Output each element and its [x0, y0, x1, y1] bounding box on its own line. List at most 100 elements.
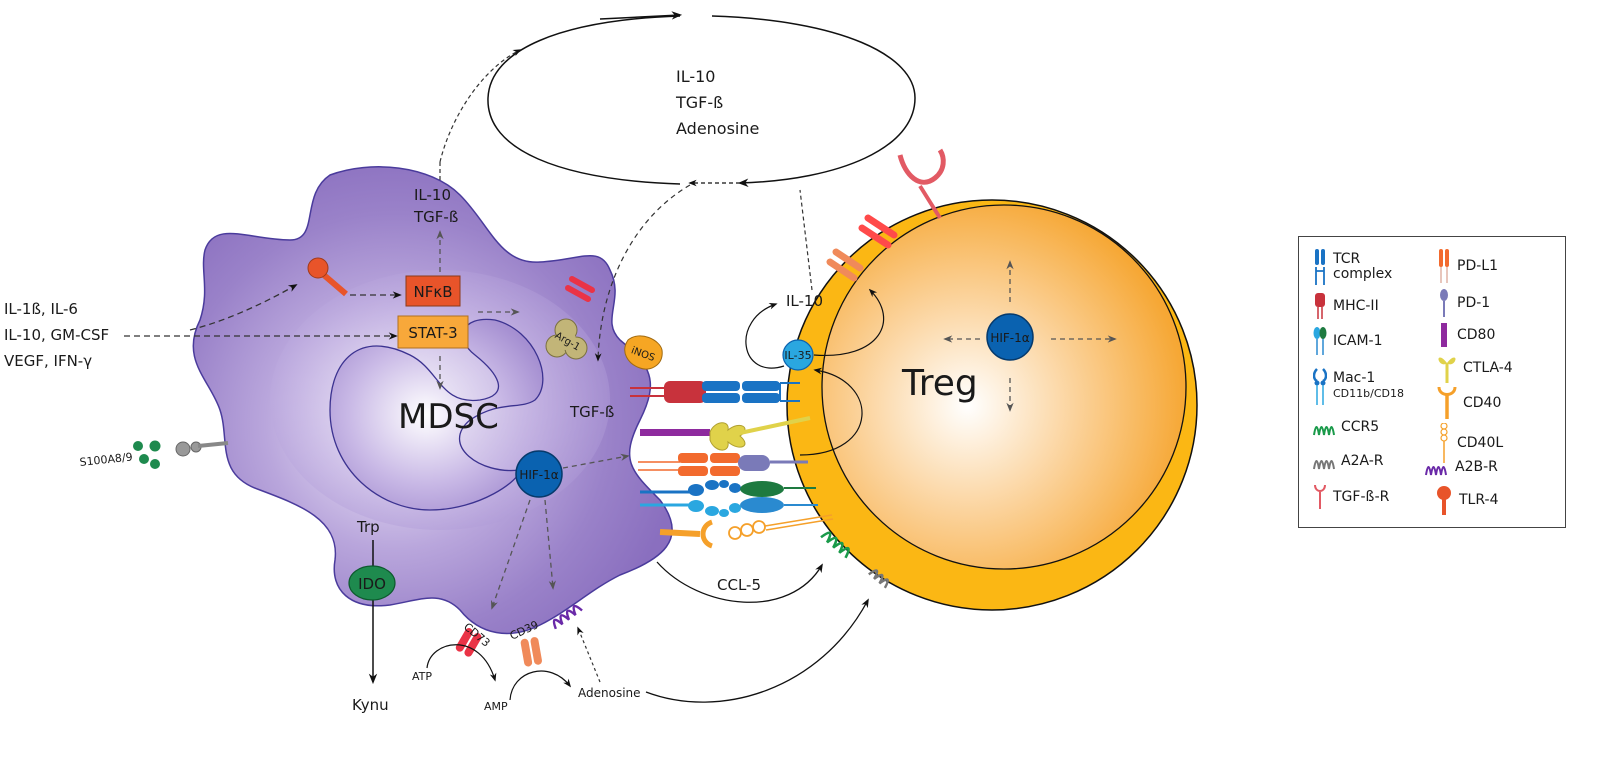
legend-item-cd40: CD40 — [1437, 387, 1501, 419]
legend-label: TCR — [1333, 251, 1361, 267]
stat3-box — [397, 315, 469, 349]
legend-item-pd-l1: PD-L1 — [1437, 249, 1498, 283]
cd40-cd40l-pair — [659, 514, 834, 549]
legend-label: A2A-R — [1341, 452, 1384, 469]
arg1-enzyme: Arg-1 — [545, 318, 588, 360]
mdsc-hif1a-label: HIF-1α — [519, 468, 558, 482]
treg-ccr5 — [820, 531, 850, 559]
mdsc-nucleus — [329, 318, 544, 511]
legend-label: CD80 — [1457, 326, 1496, 343]
legend-label: TLR-4 — [1459, 491, 1499, 508]
amp-label: AMP — [484, 700, 508, 713]
kynu-label: Kynu — [352, 696, 389, 714]
legend-sublabel: CD11b/CD18 — [1333, 387, 1404, 400]
input-line-3: VEGF, IFN-γ — [4, 352, 92, 370]
mhc-ii-icon — [1315, 293, 1325, 319]
ctla-4-icon — [1438, 357, 1456, 383]
mdsc-a2b-r — [552, 604, 583, 630]
legend-item-mhc-ii: MHC-II — [1313, 293, 1379, 319]
legend-item-cd40l: CD40L — [1437, 423, 1503, 463]
treg-pdl1-receptor — [826, 248, 864, 282]
legend-label: PD-L1 — [1457, 257, 1498, 274]
mdsc-cell: MDSC — [192, 166, 673, 635]
s100-label: S100A8/9 — [79, 450, 133, 468]
inos-enzyme: iNOS — [624, 335, 663, 370]
pd-l1-icon — [1439, 249, 1449, 283]
nfkb-label: NFκB — [414, 283, 453, 301]
mac-1-icon — [1313, 368, 1327, 405]
input-line-2: IL-10, GM-CSF — [4, 326, 109, 344]
legend-item-pd-1: PD-1 — [1437, 289, 1490, 317]
legend-label: MHC-II — [1333, 297, 1379, 314]
cd40-icon — [1437, 387, 1457, 419]
tcr-complex-icon — [1315, 249, 1325, 285]
legend-item-a2b-r: A2B-R — [1425, 457, 1498, 477]
cd80-ctla4-pair — [640, 416, 811, 451]
treg-nucleus — [821, 204, 1187, 570]
ccl5-label: CCL-5 — [717, 576, 761, 594]
tgfb-r-icon — [1314, 485, 1326, 509]
ccl5-path: CCL-5 — [656, 561, 823, 603]
legend-label: CTLA-4 — [1463, 359, 1513, 376]
trp-label: Trp — [356, 518, 380, 536]
treg-tgfb-r — [897, 148, 946, 220]
legend-label: CD40 — [1463, 394, 1502, 411]
pdl1-pd1-pair — [638, 453, 808, 476]
legend-item-ccr5: CCR5 — [1313, 417, 1379, 437]
cd73 — [455, 628, 482, 657]
cd39 — [520, 637, 542, 667]
legend-item-tgfb-r: TGF-ß-R — [1313, 485, 1389, 509]
legend-item-tlr-4: TLR-4 — [1435, 485, 1498, 515]
il35-label: IL-35 — [784, 349, 811, 362]
cd80-icon — [1441, 323, 1447, 347]
tlr4-receptor — [307, 257, 348, 297]
input-line-1: IL-1ß, IL-6 — [4, 300, 78, 318]
mdsc-membrane-red-receptor — [565, 276, 595, 302]
treg-hif1a — [986, 313, 1034, 361]
mdsc-secreted-il10: IL-10 — [414, 186, 451, 204]
legend-label-2: complex — [1333, 266, 1393, 282]
legend-label: CCR5 — [1341, 418, 1380, 435]
pool-il10: IL-10 — [676, 67, 715, 86]
nfkb-box — [405, 275, 461, 307]
stat3-label: STAT-3 — [408, 324, 457, 342]
secreted-factor-pool: IL-10 TGF-ß Adenosine — [487, 11, 916, 187]
legend-item-icam-1: ICAM-1 — [1313, 327, 1383, 355]
legend-label: CD40L — [1457, 434, 1504, 451]
ccr5-icon — [1313, 426, 1335, 436]
adenosine-label: Adenosine — [578, 686, 641, 700]
ido-label: IDO — [358, 575, 386, 593]
legend-label: ICAM-1 — [1333, 332, 1383, 349]
pool-adenosine: Adenosine — [676, 119, 759, 138]
atp-label: ATP — [412, 670, 432, 683]
il35 — [782, 339, 814, 371]
icam-1-icon — [1313, 327, 1327, 355]
mdsc-label: MDSC — [398, 397, 499, 437]
ido-enzyme — [348, 565, 396, 601]
legend-item-ctla-4: CTLA-4 — [1437, 353, 1513, 383]
treg-label: Treg — [901, 363, 978, 404]
treg-a2a-r — [868, 569, 890, 589]
s100a8-9: S100A8/9 — [79, 440, 229, 469]
legend-label: Mac-1 — [1333, 370, 1376, 386]
legend-item-cd80: CD80 — [1437, 323, 1495, 347]
cd40l-icon — [1440, 423, 1448, 463]
legend-label: TGF-ß-R — [1333, 488, 1390, 505]
mdsc-tgfb-label: TGF-ß — [569, 403, 614, 421]
legend-label: PD-1 — [1457, 294, 1491, 311]
treg-il10-label: IL-10 — [786, 292, 823, 310]
legend-label: A2B-R — [1455, 458, 1498, 475]
icam1-mac1-pair — [640, 480, 818, 517]
treg-hif1a-label: HIF-1α — [990, 331, 1029, 345]
legend-item-a2a-r: A2A-R — [1313, 451, 1384, 471]
a2a-r-icon — [1313, 460, 1335, 470]
treg-cell: Treg HIF-1α IL-35 IL-10 — [745, 148, 1198, 611]
mdsc-hif1a — [515, 450, 563, 498]
treg-red-receptor — [858, 214, 898, 249]
pd-1-icon — [1440, 289, 1448, 317]
mdsc-secreted-tgfb: TGF-ß — [413, 208, 458, 226]
mdsc-signaling: IL-10 TGF-ß NFκB STAT-3 Arg-1 iNOS TGF-ß… — [348, 49, 691, 714]
